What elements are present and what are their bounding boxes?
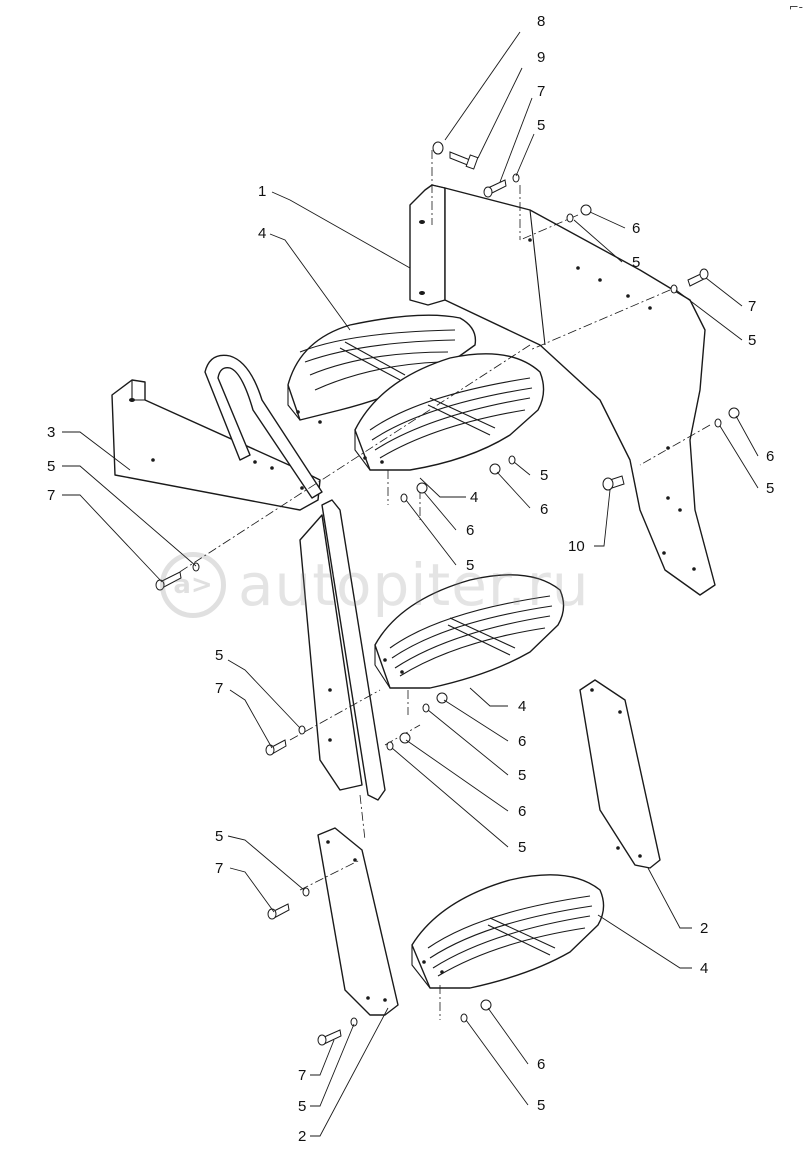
callout-5: 5 [748, 332, 756, 349]
callout-5: 5 [215, 647, 223, 664]
callout-5: 5 [518, 839, 526, 856]
step-tread-1 [287, 314, 477, 424]
callout-8: 8 [537, 13, 545, 30]
callout-2: 2 [700, 920, 708, 937]
callout-4: 4 [518, 698, 526, 715]
callout-9: 9 [537, 49, 545, 66]
support-plate-right [579, 679, 661, 869]
callout-4: 4 [258, 225, 266, 242]
callout-6: 6 [766, 448, 774, 465]
callout-5: 5 [632, 254, 640, 271]
callout-5: 5 [766, 480, 774, 497]
step-tread-3 [374, 574, 565, 689]
callout-7: 7 [215, 680, 223, 697]
callout-5: 5 [518, 767, 526, 784]
callout-7: 7 [748, 298, 756, 315]
callout-labels: 8 9 7 5 1 4 6 5 7 5 3 6 5 5 7 5 4 6 6 5 … [47, 13, 774, 1145]
corner-mark: ⌐- [788, 0, 803, 14]
grab-handle [204, 354, 323, 499]
callout-6: 6 [518, 733, 526, 750]
callout-5: 5 [47, 458, 55, 475]
callout-6: 6 [518, 803, 526, 820]
callout-5: 5 [466, 557, 474, 574]
callout-6: 6 [537, 1056, 545, 1073]
leader-lines [62, 31, 759, 1137]
step-tread-2 [354, 353, 545, 471]
callout-7: 7 [215, 860, 223, 877]
callout-5: 5 [215, 828, 223, 845]
vertical-strap-middle [299, 499, 386, 801]
callout-6: 6 [632, 220, 640, 237]
callout-7: 7 [47, 487, 55, 504]
callout-10: 10 [568, 538, 585, 555]
callout-4: 4 [700, 960, 708, 977]
support-plate-left [317, 827, 399, 1016]
callout-6: 6 [466, 522, 474, 539]
callout-6: 6 [540, 501, 548, 518]
callout-5: 5 [298, 1098, 306, 1115]
callout-7: 7 [537, 83, 545, 100]
callout-7: 7 [298, 1067, 306, 1084]
callout-2: 2 [298, 1128, 306, 1145]
callout-5: 5 [537, 1097, 545, 1114]
callout-5: 5 [537, 117, 545, 134]
callout-1: 1 [258, 183, 266, 200]
callout-3: 3 [47, 424, 55, 441]
callout-4: 4 [470, 489, 478, 506]
callout-5: 5 [540, 467, 548, 484]
step-tread-4 [411, 874, 605, 989]
